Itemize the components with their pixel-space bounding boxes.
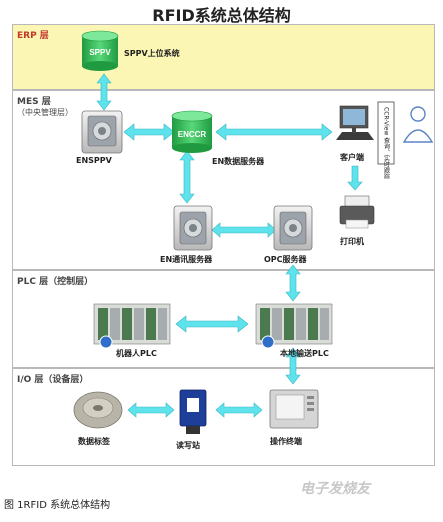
watermark: 电子发烧友: [300, 481, 370, 497]
arrow-encomm-opc: [211, 222, 277, 238]
ensppv-label: ENSPPV: [76, 156, 112, 165]
operator-terminal-icon: [269, 389, 319, 429]
enccr-label: EN数据服务器: [212, 157, 265, 166]
arrow-ensppv-enccr: [123, 123, 175, 141]
terminal-label: 操作终端: [270, 437, 302, 446]
io-layer-label: I/O 层（设备层）: [17, 375, 89, 385]
erp-layer-label: ERP 层: [17, 31, 49, 41]
user-icon: [402, 106, 434, 143]
robot-plc-label: 机器人PLC: [116, 349, 157, 358]
ccr-view-note: CCR-View 查询、实时跟踪: [377, 101, 395, 181]
reader-label: 读写站: [176, 441, 200, 450]
printer-label: 打印机: [340, 237, 364, 246]
client-note-text: CCR-View 查询、实时跟踪: [383, 107, 390, 181]
arrow-localplc-terminal: [285, 347, 301, 385]
data-tag-label: 数据标签: [78, 437, 110, 446]
plc-layer-label: PLC 层（控制层）: [17, 277, 94, 287]
enccr-icon-label: ENCCR: [178, 130, 207, 139]
en-comm-server-label: EN通讯服务器: [160, 255, 213, 264]
arrow-client-printer: [347, 165, 363, 191]
arrow-tag-reader: [127, 402, 175, 418]
robot-plc-icon: [93, 303, 171, 349]
mes-layer-label: MES 层: [17, 97, 51, 107]
opc-server-label: OPC服务器: [264, 255, 307, 264]
enccr-database-icon: ENCCR: [171, 110, 213, 153]
client-label: 客户端: [340, 153, 364, 162]
client-computer-icon: [336, 105, 374, 140]
en-comm-server-icon: [173, 205, 213, 251]
arrow-enccr-client: [215, 123, 333, 141]
ensppv-server-icon: [81, 110, 123, 154]
sppv-icon-label: SPPV: [89, 48, 111, 57]
printer-icon: [339, 195, 375, 229]
sppv-database-icon: SPPV: [81, 30, 119, 71]
reader-icon: [179, 389, 207, 434]
arrow-reader-terminal: [215, 402, 263, 418]
arrow-enccr-encomm: [179, 150, 195, 204]
local-conveyor-plc-icon: [255, 303, 333, 349]
mes-layer-sublabel: （中央管理层）: [17, 108, 73, 117]
figure-caption: 图 1RFID 系统总体结构: [4, 500, 111, 511]
data-tag-icon: [73, 391, 123, 429]
arrows: [96, 73, 363, 418]
diagram-title: RFID系统总体结构: [152, 6, 291, 25]
plc-layer: PLC 层（控制层）: [12, 270, 435, 368]
local-plc-label: 本地输送PLC: [280, 349, 329, 358]
arrow-robot-local: [175, 315, 249, 333]
opc-server-icon: [273, 205, 313, 251]
arrow-sppv-ensppv: [96, 73, 112, 111]
arrow-opc-localplc: [285, 264, 301, 302]
sppv-label: SPPV上位系统: [124, 49, 180, 58]
